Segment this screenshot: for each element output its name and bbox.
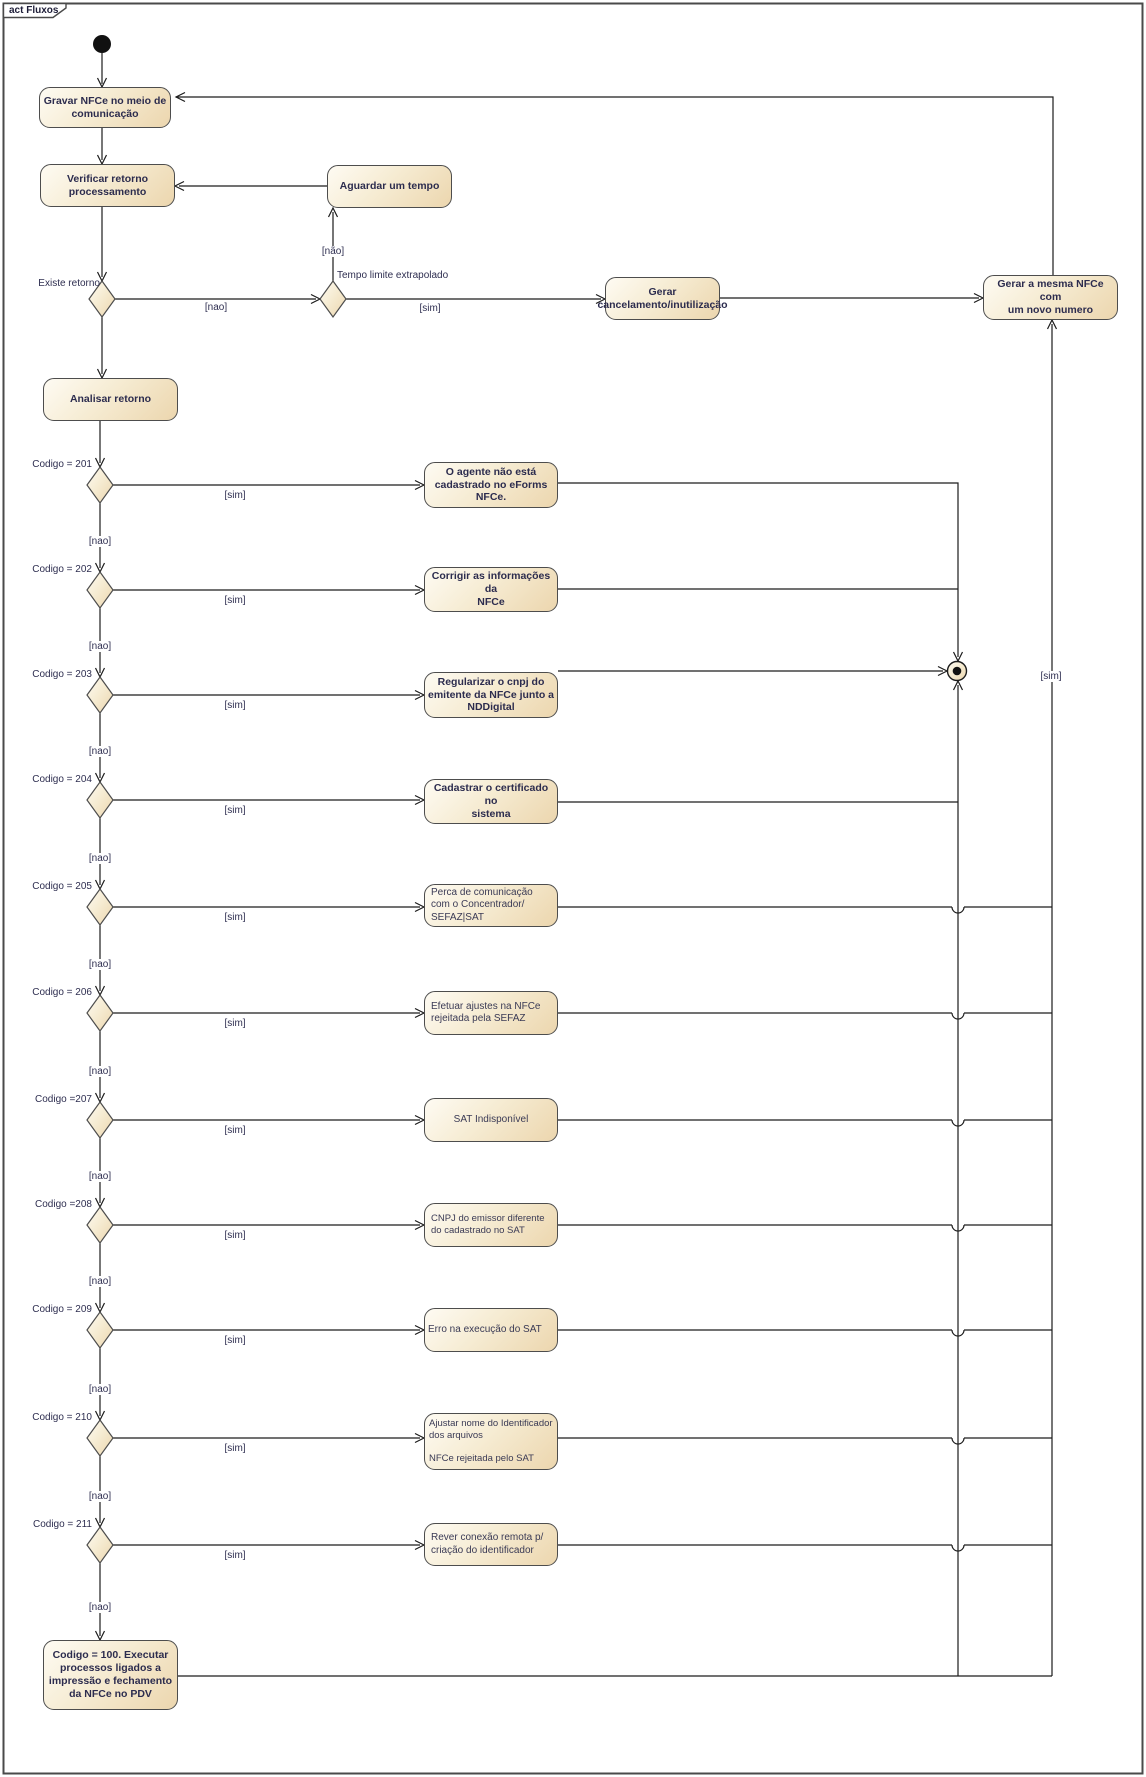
activity-codigo-210[interactable]: Ajustar nome do Identificador dos arquiv… — [424, 1413, 558, 1470]
guard-sim-203: [sim] — [224, 700, 246, 711]
label-existe-retorno: Existe retorno — [38, 278, 100, 289]
guard-nao-tempo-limite: [não] — [313, 246, 353, 257]
guard-sim-204: [sim] — [224, 805, 246, 816]
label-codigo-204: Codigo = 204 — [32, 774, 92, 785]
label-codigo-208: Codigo =208 — [35, 1199, 92, 1210]
guard-nao-204: [nao] — [79, 853, 121, 864]
guard-nao-202: [nao] — [79, 641, 121, 652]
guard-nao-201: [nao] — [79, 536, 121, 547]
guard-nao-203: [nao] — [79, 746, 121, 757]
label-codigo-210: Codigo = 210 — [32, 1412, 92, 1423]
guard-nao-208: [nao] — [79, 1276, 121, 1287]
label-codigo-201: Codigo = 201 — [32, 459, 92, 470]
guard-nao-206: [nao] — [79, 1066, 121, 1077]
decision-codigo-210[interactable] — [86, 1418, 114, 1458]
guard-sim-retry-line: [sim] — [1031, 671, 1071, 682]
frame-title: act Fluxos — [9, 5, 59, 16]
activity-codigo-205[interactable]: Perca de comunicação com o Concentrador/… — [424, 884, 558, 927]
decision-existe-retorno[interactable] — [88, 279, 116, 319]
activity-codigo-206[interactable]: Efetuar ajustes na NFCe rejeitada pela S… — [424, 991, 558, 1035]
guard-sim-202: [sim] — [224, 595, 246, 606]
guard-sim-209: [sim] — [224, 1335, 246, 1346]
activity-codigo-209[interactable]: Erro na execução do SAT — [424, 1308, 558, 1352]
activity-gravar-nfce[interactable]: Gravar NFCe no meio de comunicação — [39, 87, 171, 128]
activity-codigo-207[interactable]: SAT Indisponível — [424, 1098, 558, 1142]
label-codigo-211: Codigo = 211 — [32, 1519, 92, 1530]
guard-sim-207: [sim] — [224, 1125, 246, 1136]
decision-codigo-211[interactable] — [86, 1525, 114, 1565]
label-codigo-207: Codigo =207 — [35, 1094, 92, 1105]
activity-codigo-100[interactable]: Codigo = 100. Executar processos ligados… — [43, 1640, 178, 1710]
decision-codigo-209[interactable] — [86, 1310, 114, 1350]
guard-nao-existe-retorno: [nao] — [204, 302, 228, 313]
label-tempo-limite: Tempo limite extrapolado — [337, 270, 449, 281]
guard-sim-208: [sim] — [224, 1230, 246, 1241]
activity-final-node[interactable] — [946, 660, 968, 682]
decision-codigo-202[interactable] — [86, 570, 114, 610]
initial-node[interactable] — [93, 35, 111, 53]
decision-codigo-206[interactable] — [86, 993, 114, 1033]
guard-nao-205: [nao] — [79, 959, 121, 970]
label-codigo-202: Codigo = 202 — [32, 564, 92, 575]
decision-codigo-205[interactable] — [86, 887, 114, 927]
diagram-frame-tab — [2, 2, 67, 19]
decision-tempo-limite[interactable] — [319, 279, 347, 319]
guard-sim-206: [sim] — [224, 1018, 246, 1029]
activity-verificar-retorno[interactable]: Verificar retorno processamento — [40, 164, 175, 207]
guard-sim-205: [sim] — [224, 912, 246, 923]
label-codigo-209: Codigo = 209 — [32, 1304, 92, 1315]
decision-codigo-203[interactable] — [86, 675, 114, 715]
guard-sim-210: [sim] — [224, 1443, 246, 1454]
guard-nao-209: [nao] — [79, 1384, 121, 1395]
activity-codigo-201[interactable]: O agente não está cadastrado no eForms N… — [424, 462, 558, 508]
guard-sim-201: [sim] — [224, 490, 246, 501]
activity-codigo-203[interactable]: Regularizar o cnpj do emitente da NFCe j… — [424, 672, 558, 718]
decision-codigo-208[interactable] — [86, 1205, 114, 1245]
activity-codigo-211[interactable]: Rever conexão remota p/ criação do ident… — [424, 1523, 558, 1566]
activity-gerar-mesma-nfce[interactable]: Gerar a mesma NFCe com um novo numero — [983, 275, 1118, 320]
guard-nao-207: [nao] — [79, 1171, 121, 1182]
label-codigo-206: Codigo = 206 — [32, 987, 92, 998]
guard-nao-210: [nao] — [79, 1491, 121, 1502]
guard-sim-211: [sim] — [224, 1550, 246, 1561]
activity-codigo-204[interactable]: Cadastrar o certificado no sistema — [424, 779, 558, 824]
activity-analisar-retorno[interactable]: Analisar retorno — [43, 378, 178, 421]
activity-aguardar-tempo[interactable]: Aguardar um tempo — [327, 165, 452, 208]
label-codigo-203: Codigo = 203 — [32, 669, 92, 680]
decision-codigo-207[interactable] — [86, 1100, 114, 1140]
decision-codigo-204[interactable] — [86, 780, 114, 820]
guard-sim-tempo-limite: [sim] — [419, 303, 441, 314]
activity-codigo-208[interactable]: CNPJ do emissor diferente do cadastrado … — [424, 1203, 558, 1247]
guard-nao-211: [nao] — [79, 1602, 121, 1613]
flow-connectors — [94, 53, 1058, 1677]
activity-gerar-cancelamento[interactable]: Gerar cancelamento/inutilização — [597, 277, 728, 320]
decision-codigo-201[interactable] — [86, 465, 114, 505]
activity-codigo-202[interactable]: Corrigir as informações da NFCe — [424, 567, 558, 612]
label-codigo-205: Codigo = 205 — [32, 881, 92, 892]
